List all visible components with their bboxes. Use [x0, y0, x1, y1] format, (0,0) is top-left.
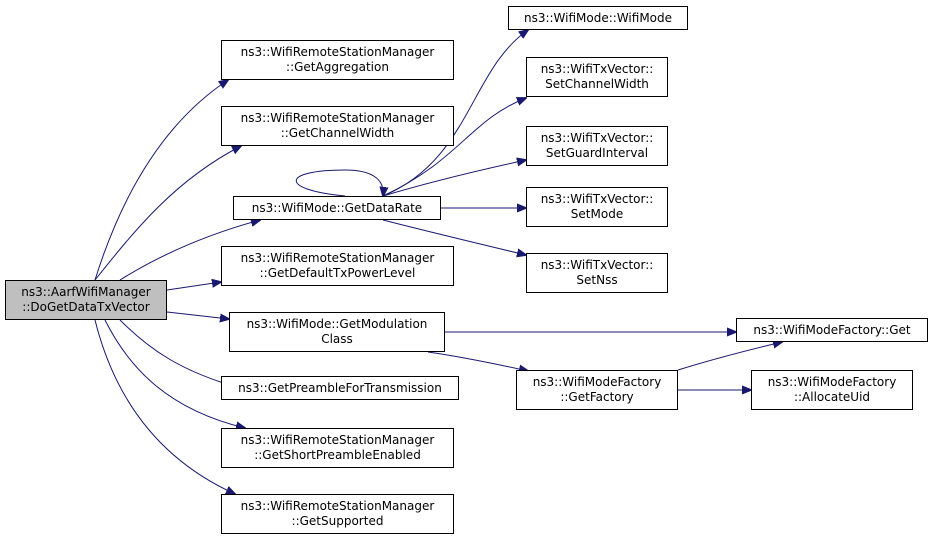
- node-get-default-tx-power-level[interactable]: ns3::WifiRemoteStationManager::GetDefaul…: [221, 246, 454, 286]
- node-set-nss[interactable]: ns3::WifiTxVector::SetNss: [526, 253, 668, 293]
- edge-wifi-mode-factory-get-factory-to-wifi-mode-factory-get: [677, 342, 782, 371]
- node-wifi-mode-factory-get-factory[interactable]: ns3::WifiModeFactory::GetFactory: [516, 370, 678, 410]
- node-label-line: ns3::WifiTxVector::: [540, 131, 654, 145]
- node-label-line: ns3::WifiMode::GetDataRate: [251, 200, 423, 215]
- node-label-line: ::GetSupported: [291, 514, 384, 528]
- node-set-guard-interval[interactable]: ns3::WifiTxVector::SetGuardInterval: [526, 126, 668, 166]
- node-wifi-mode-factory-get[interactable]: ns3::WifiModeFactory::Get: [736, 318, 928, 342]
- edge-get-modulation-class-to-wifi-mode-factory-get-factory: [427, 351, 528, 371]
- edge-root-to-get-channel-width: [94, 146, 241, 281]
- node-label-line: ns3::WifiTxVector::: [540, 62, 654, 76]
- node-label-line: ns3::WifiRemoteStationManager: [240, 499, 435, 513]
- node-label-line: ns3::WifiRemoteStationManager: [240, 45, 435, 59]
- node-label-line: ::GetAggregation: [286, 60, 389, 74]
- node-root: ns3::AarfWifiManager::DoGetDataTxVector: [5, 280, 167, 320]
- node-label-line: ns3::WifiRemoteStationManager: [240, 251, 435, 265]
- node-label-line: ns3::WifiMode::WifiMode: [523, 10, 673, 25]
- node-set-mode[interactable]: ns3::WifiTxVector::SetMode: [526, 187, 668, 227]
- node-label-line: ::GetFactory: [560, 390, 634, 404]
- node-label-line: ns3::WifiTxVector::: [540, 192, 654, 206]
- node-get-supported[interactable]: ns3::WifiRemoteStationManager::GetSuppor…: [221, 494, 454, 534]
- node-label-line: ns3::WifiRemoteStationManager: [240, 111, 435, 125]
- node-label-line: SetMode: [570, 207, 624, 221]
- node-get-short-preamble-enabled[interactable]: ns3::WifiRemoteStationManager::GetShortP…: [221, 428, 454, 468]
- node-label-line: ::AllocateUid: [793, 390, 871, 404]
- node-label-line: ns3::WifiMode::GetModulation: [246, 317, 428, 331]
- node-label-line: ns3::AarfWifiManager: [21, 285, 151, 299]
- node-set-channel-width[interactable]: ns3::WifiTxVector::SetChannelWidth: [526, 57, 668, 97]
- edge-get-data-rate-to-set-guard-interval: [382, 160, 526, 197]
- node-label-line: ::GetDefaultTxPowerLevel: [259, 266, 416, 280]
- node-label-line: ::DoGetDataTxVector: [22, 300, 150, 314]
- node-get-preamble-for-transmission[interactable]: ns3::GetPreambleForTransmission: [221, 376, 459, 400]
- node-label-line: ns3::WifiModeFactory::Get: [753, 322, 911, 337]
- node-label-line: SetNss: [576, 273, 618, 287]
- edge-root-to-get-default-tx-power-level: [166, 282, 221, 291]
- node-label-line: ns3::GetPreambleForTransmission: [238, 380, 442, 395]
- node-label-line: ns3::WifiRemoteStationManager: [240, 433, 435, 447]
- node-label-line: SetChannelWidth: [545, 77, 649, 91]
- node-label-line: ::GetChannelWidth: [280, 126, 395, 140]
- edge-root-to-get-data-rate: [119, 220, 260, 281]
- edge-get-data-rate-to-set-channel-width: [382, 98, 526, 197]
- edge-get-data-rate-to-set-nss: [382, 219, 526, 255]
- edge-root-to-get-preamble-for-transmission: [119, 319, 233, 386]
- node-label-line: Class: [321, 332, 353, 346]
- node-get-aggregation[interactable]: ns3::WifiRemoteStationManager::GetAggreg…: [221, 40, 454, 80]
- node-label-line: SetGuardInterval: [545, 146, 649, 160]
- node-label-line: ns3::WifiModeFactory: [767, 375, 897, 389]
- node-get-channel-width[interactable]: ns3::WifiRemoteStationManager::GetChanne…: [221, 106, 454, 146]
- edge-root-to-get-supported: [94, 319, 235, 494]
- node-get-data-rate[interactable]: ns3::WifiMode::GetDataRate: [233, 196, 441, 220]
- node-label-line: ns3::WifiTxVector::: [540, 258, 654, 272]
- node-wifi-mode-factory-allocate-uid[interactable]: ns3::WifiModeFactory::AllocateUid: [751, 370, 913, 410]
- edge-get-data-rate-to-get-data-rate: [296, 169, 383, 196]
- node-label-line: ::GetShortPreambleEnabled: [254, 448, 421, 462]
- edge-root-to-get-modulation-class: [166, 311, 229, 319]
- edge-root-to-get-aggregation: [94, 80, 228, 281]
- edge-root-to-get-short-preamble-enabled: [104, 319, 245, 428]
- node-wifi-mode-ctor[interactable]: ns3::WifiMode::WifiMode: [508, 6, 688, 30]
- node-label-line: ns3::WifiModeFactory: [532, 375, 662, 389]
